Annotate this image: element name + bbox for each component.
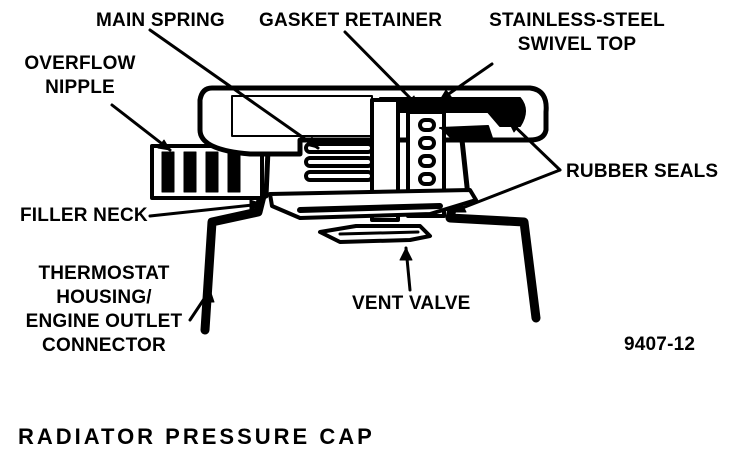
label-filler-neck: FILLER NECK: [20, 205, 148, 226]
diagram: MAIN SPRING GASKET RETAINER STAINLESS-ST…: [18, 10, 719, 449]
label-main-spring: MAIN SPRING: [96, 10, 225, 31]
housing-left-wall: [200, 191, 267, 335]
label-rubber-seals: RUBBER SEALS: [566, 161, 719, 182]
leader-lines: [110, 28, 562, 322]
label-vent-valve: VENT VALVE: [352, 293, 471, 314]
label-overflow-nipple: OVERFLOW NIPPLE: [24, 53, 136, 98]
label-swivel-top: STAINLESS-STEEL SWIVEL TOP: [489, 10, 665, 55]
figure-caption: RADIATOR PRESSURE CAP: [18, 424, 375, 449]
label-gasket-retainer: GASKET RETAINER: [259, 10, 443, 31]
arrowheads: [157, 89, 521, 303]
label-thermostat-housing: THERMOSTAT HOUSING/ ENGINE OUTLET CONNEC…: [25, 263, 183, 356]
main-spring-shape: [304, 118, 436, 186]
radiator-cap-drawing: [110, 28, 562, 335]
figure-number: 9407-12: [624, 334, 696, 355]
